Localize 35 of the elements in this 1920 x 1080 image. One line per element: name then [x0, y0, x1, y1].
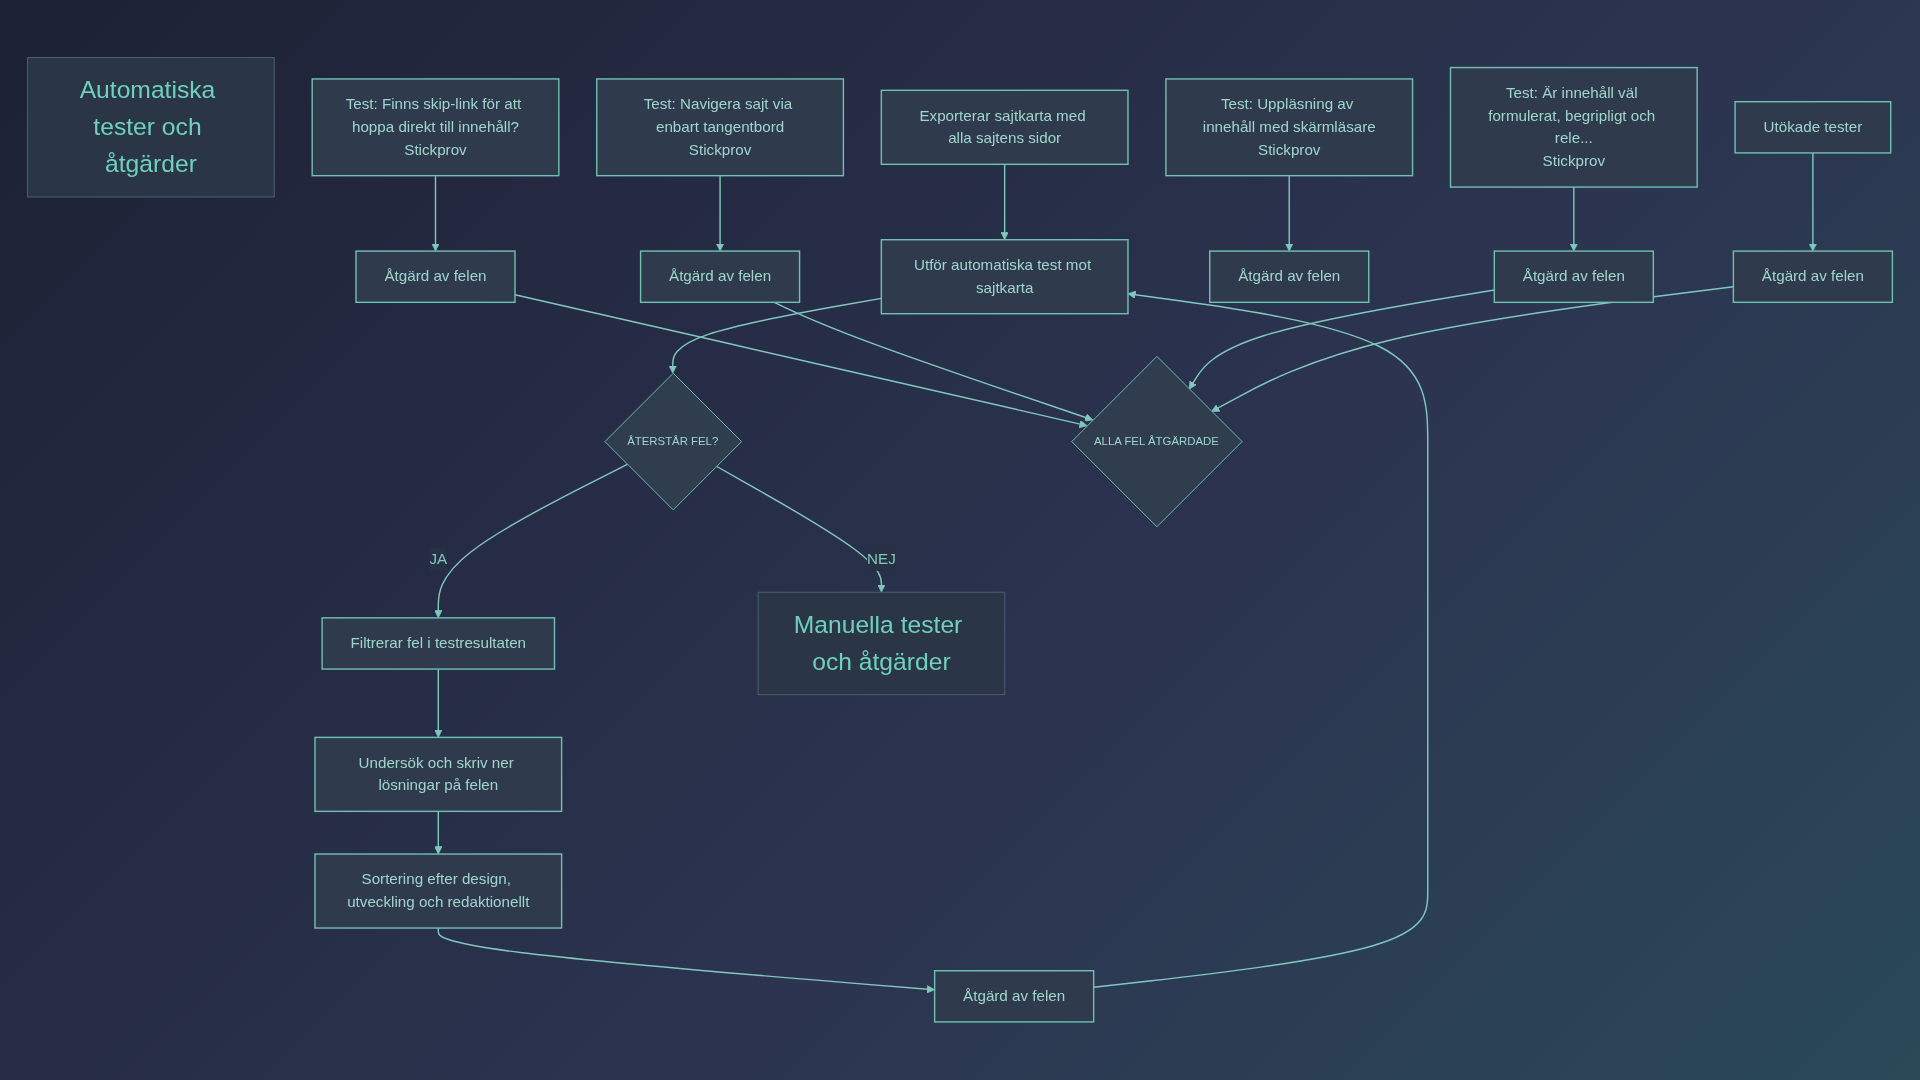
node-box: Utför automatiska test mot sajtkarta — [880, 239, 1129, 315]
node-box: Åtgärd av felen — [1209, 250, 1370, 304]
edge-label: JA — [429, 551, 448, 568]
arrow — [434, 668, 443, 738]
node-box: Åtgärd av felen — [933, 970, 1095, 1023]
node-box: Test: Är innehåll väl formulerat, begripligt och rele... Stickprov — [1449, 67, 1698, 188]
node-box: Automatiska tester och åtgärder — [27, 57, 275, 198]
node-diamond: ÅTERSTÅR FEL? — [604, 373, 742, 511]
arrow — [431, 175, 440, 252]
arrow — [1188, 289, 1495, 390]
node-box: Åtgärd av felen — [639, 250, 801, 304]
arrow — [1285, 175, 1294, 252]
node-box: Utökade tester — [1734, 101, 1892, 154]
node-box: Manuella tester och åtgärder — [757, 592, 1006, 696]
arrow — [437, 927, 935, 994]
node-box: Åtgärd av felen — [355, 250, 516, 304]
arrow — [1000, 163, 1009, 241]
arrow — [773, 301, 1094, 422]
node-box: Sortering efter design, utveckling och redaktionellt — [314, 853, 563, 929]
node-box: Exporterar sajtkarta med alla sajtens sidor — [880, 89, 1129, 166]
arrow — [715, 175, 725, 252]
node-box: Test: Uppläsning av innehåll med skärmläsare Stickprov — [1165, 78, 1414, 177]
arrow — [434, 463, 628, 619]
node-box: Åtgärd av felen — [1732, 250, 1894, 304]
node-box: Åtgärd av felen — [1493, 250, 1655, 304]
node-box: Undersök och skriv ner lösningar på felen — [314, 736, 563, 813]
node-box: Test: Finns skip-link för att hoppa direkt till innehåll? Stickprov — [311, 78, 560, 177]
node-box: Test: Navigera sajt via enbart tangentbord Stickprov — [596, 78, 845, 177]
edge-label: NEJ — [867, 551, 896, 568]
arrow — [1808, 152, 1818, 252]
node-box: Filtrerar fel i testresultaten — [321, 617, 556, 670]
arrow — [434, 810, 443, 855]
arrow — [1569, 186, 1578, 252]
node-diamond: ALLA FEL ÅTGÄRDADE — [1071, 356, 1243, 528]
arrow — [715, 465, 886, 593]
